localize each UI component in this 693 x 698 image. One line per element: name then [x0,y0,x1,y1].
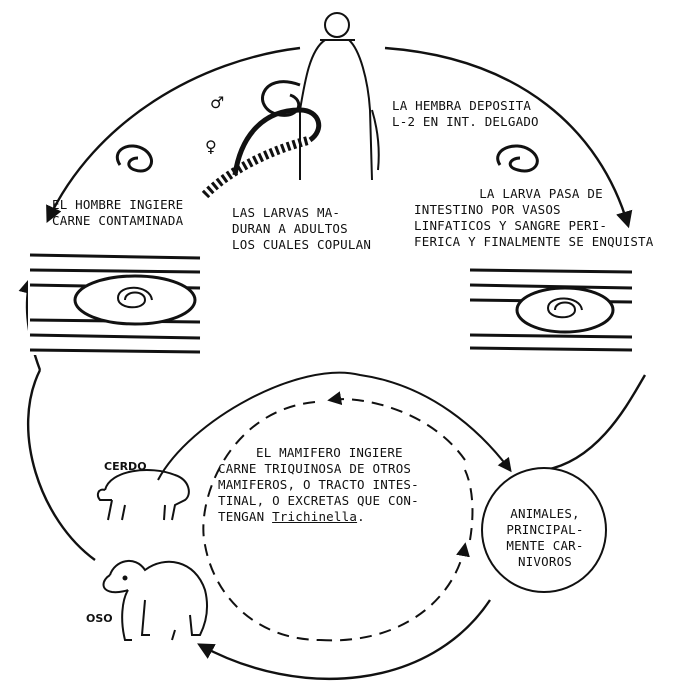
mammal-ingests-text: EL MAMIFERO INGIERE CARNE TRIQUINOSA DE … [218,445,419,525]
pig-drawing [98,470,189,520]
outer-arc-right-lower [545,375,645,470]
bear-label: OSO [86,612,113,625]
encysted-muscle-left [28,250,203,355]
human-figure [300,13,379,180]
larva-passes-text: LA LARVA PASA DE INTESTINO POR VASOS LIN… [406,186,676,250]
male-symbol: ♂ [210,93,224,112]
outer-arc-top-left [48,48,300,220]
female-deposits-text: LA HEMBRA DEPOSITA L-2 EN INT. DELGADO [392,98,539,130]
encysted-muscle-right [470,265,635,360]
inner-arc-right [465,470,472,540]
human-ingests-text: EL HOMBRE INGIERE CARNE CONTAMINADA [52,197,183,229]
inner-arc-bottom [320,545,465,640]
larvae-mature-text: LAS LARVAS MA- DURAN A ADULTOS LOS CUALE… [232,205,371,253]
bear-drawing [104,561,208,640]
trichinella-genus: Trichinella [272,509,357,524]
larva-coil-left [117,146,151,171]
outer-arc-left-lower [28,370,95,560]
animals-text: ANIMALES, PRINCIPAL- MENTE CAR- NIVOROS [489,506,601,570]
female-symbol: ♀ [205,137,217,156]
larva-coil-right [498,146,538,171]
pig-label: CERDO [104,460,147,473]
